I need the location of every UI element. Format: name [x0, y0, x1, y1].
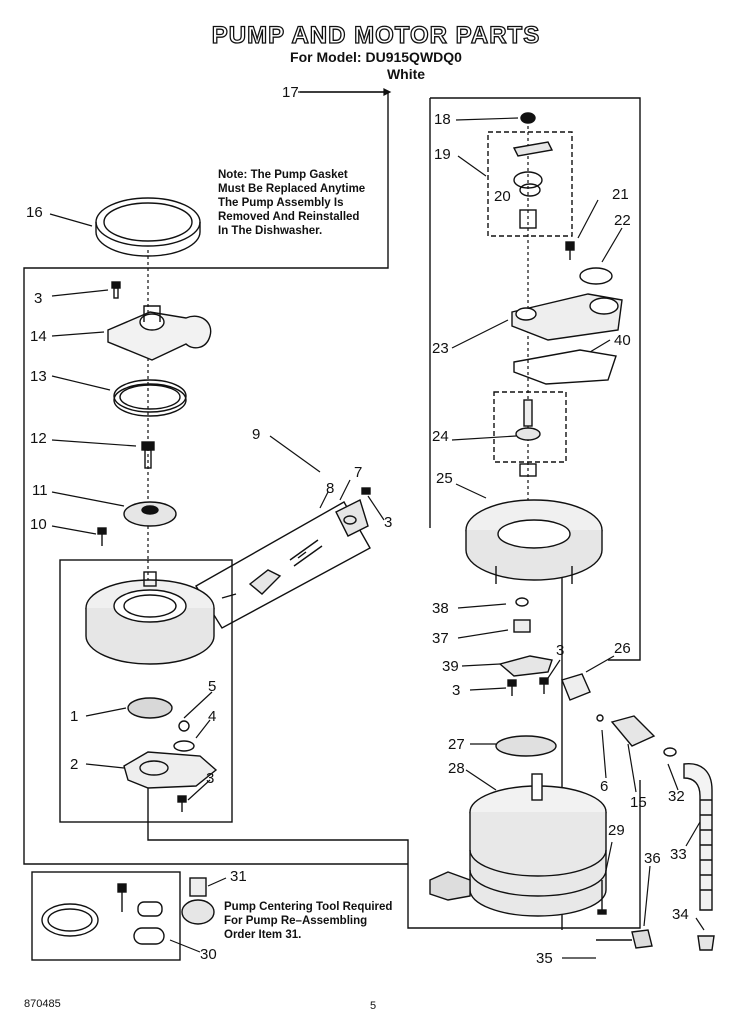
callout-number: 3: [34, 290, 43, 307]
small-o-ring-part: [515, 597, 529, 607]
callout-number: 22: [614, 212, 631, 229]
callout-number: 32: [668, 788, 685, 805]
shaft-part: [515, 399, 541, 477]
ball-part: [173, 720, 195, 752]
callout-number: 38: [432, 600, 449, 617]
screw-part: [177, 795, 187, 812]
centering-tool-part: [181, 877, 215, 925]
seal-ring-part: [113, 379, 187, 417]
tool-note-line: Pump Centering Tool Required: [224, 901, 393, 913]
plug-part: [141, 441, 155, 469]
tool-note: Pump Centering Tool Required For Pump Re…: [224, 900, 392, 942]
page-title: PUMP AND MOTOR PARTS: [211, 21, 541, 49]
o-ring-part: [579, 267, 613, 285]
motor-cover-disc-part: [495, 735, 557, 757]
callout-number: 3: [384, 514, 393, 531]
callout-number: 15: [630, 794, 647, 811]
drive-coupling-part: [512, 141, 554, 229]
motor-bracket-part: [465, 499, 603, 584]
callout-number: 3: [556, 642, 565, 659]
plate-gasket-part: [513, 349, 617, 385]
gasket-note-line: The Pump Assembly Is: [218, 197, 344, 209]
motor-mount-plate-part: [511, 293, 623, 341]
callout-number: 21: [612, 186, 629, 203]
screw-part: [507, 677, 549, 696]
page-number: 5: [370, 1000, 377, 1012]
motor-part: [429, 773, 607, 917]
pump-base-part: [123, 751, 218, 789]
callout-number: 27: [448, 736, 465, 753]
gasket-note-line: Note: The Pump Gasket: [218, 169, 348, 181]
model-label: For Model: DU915QWDQ0: [290, 49, 462, 65]
gasket-note: Note: The Pump Gasket Must Be Replaced A…: [218, 168, 365, 238]
color-label: White: [386, 66, 426, 82]
callout-number: 11: [32, 482, 48, 499]
callout-number: 7: [354, 464, 363, 481]
callout-number: 8: [326, 480, 335, 497]
callout-number: 33: [670, 846, 687, 863]
callout-number: 17: [282, 84, 299, 101]
callout-number: 34: [672, 906, 689, 923]
callout-number: 3: [452, 682, 461, 699]
callout-number: 30: [200, 946, 217, 963]
callout-number: 29: [608, 822, 625, 839]
callout-number: 31: [230, 868, 247, 885]
callout-number: 3: [206, 770, 215, 787]
callout-number: 35: [536, 950, 553, 967]
callout-number: 19: [434, 146, 451, 163]
filter-screen-part: [127, 697, 173, 719]
callout-number: 20: [494, 188, 511, 205]
callout-number: 14: [30, 328, 47, 345]
document-code: 870485: [24, 998, 61, 1010]
tool-note-line: Order Item 31.: [224, 929, 302, 941]
hose-clamp-part: [697, 935, 715, 951]
callout-number: 23: [432, 340, 449, 357]
leader-lines: [49, 88, 705, 959]
drain-hose-part: [683, 763, 713, 911]
impeller-part: [123, 501, 177, 527]
callout-number: 13: [30, 368, 47, 385]
gasket-note-line: Must Be Replaced Anytime: [218, 183, 366, 195]
motor-screw-part: [597, 880, 607, 915]
callout-number: 4: [208, 708, 217, 725]
pump-housing-part: [85, 571, 215, 665]
callout-number: 36: [644, 850, 661, 867]
drain-screw-part: [596, 929, 653, 949]
nut-part: [520, 112, 536, 124]
screw-part: [97, 527, 107, 546]
callout-number: 28: [448, 760, 465, 777]
callout-number: 5: [208, 678, 217, 695]
screw-part: [565, 241, 575, 260]
callout-number: 10: [30, 516, 47, 533]
screw-part: [111, 281, 121, 299]
pump-cover-part: [107, 305, 212, 361]
callout-number: 12: [30, 430, 47, 447]
gasket-note-line: Removed And Reinstalled: [218, 211, 360, 223]
pump-gasket-part: [95, 197, 201, 257]
callout-number: 40: [614, 332, 631, 349]
callout-number: 2: [70, 756, 79, 773]
callout-number: 24: [432, 428, 449, 445]
bracket-clip-part: [561, 673, 591, 701]
callout-number: 18: [434, 111, 451, 128]
callout-number: 39: [442, 658, 459, 675]
callout-number: 16: [26, 204, 43, 221]
callout-number: 1: [70, 708, 79, 725]
callout-number: 6: [600, 778, 609, 795]
callout-number: 37: [432, 630, 449, 647]
seal-plate-part: [498, 655, 553, 677]
valve-assembly-part: [221, 487, 371, 599]
tool-note-line: For Pump Re–Assembling: [224, 915, 368, 927]
callout-number: 25: [436, 470, 453, 487]
gasket-note-line: In The Dishwasher.: [218, 225, 323, 237]
repair-kit-part: [41, 883, 165, 945]
callout-number: 9: [252, 426, 261, 443]
callout-number: 26: [614, 640, 631, 657]
bearing-part: [513, 619, 531, 633]
drain-valve-part: [596, 714, 677, 757]
